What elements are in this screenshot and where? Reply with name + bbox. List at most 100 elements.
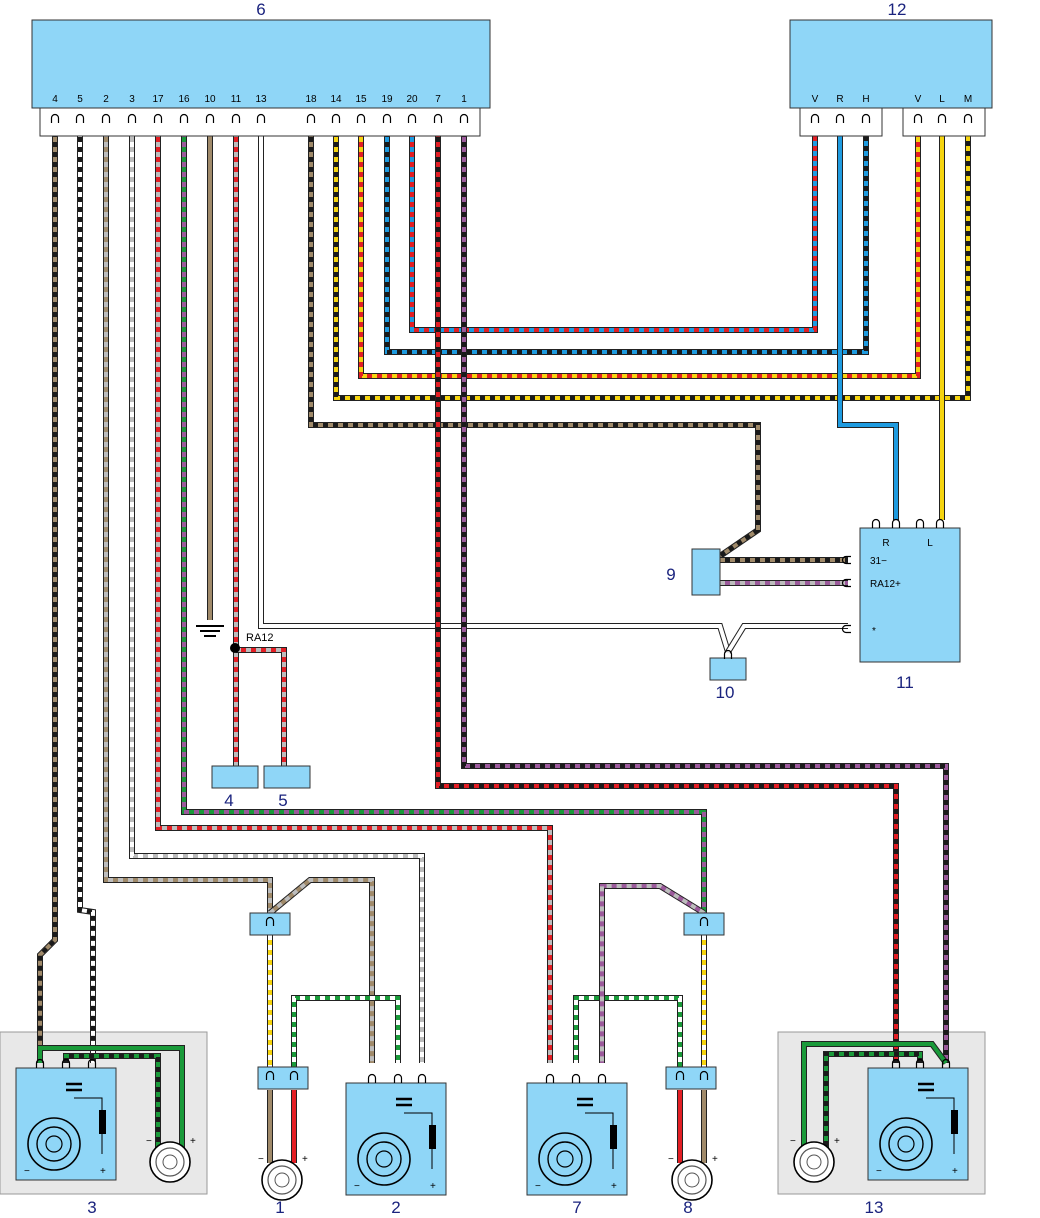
pin-6-7: 7 [435, 94, 441, 105]
label-2: 2 [391, 1198, 400, 1217]
speaker-cone-icon [27, 1117, 81, 1171]
label-8: 8 [683, 1198, 692, 1217]
wire-tw1-b [291, 995, 401, 1072]
tweeter-icon [793, 1141, 835, 1183]
pin-6-16: 16 [178, 94, 190, 105]
wire-3-green [37, 1045, 185, 1148]
pin-6-18: 18 [305, 94, 317, 105]
pin-6-2: 2 [103, 94, 109, 105]
wire-pin15 [358, 132, 921, 379]
pin-11-star: * [872, 626, 876, 637]
label-12: 12 [888, 0, 907, 19]
wire-pin13b [725, 623, 848, 654]
minus-sign: − [354, 1181, 360, 1192]
tweeter-8: −+ [668, 1154, 718, 1201]
inline-connector-a [249, 912, 291, 936]
pin-6-11: 11 [231, 94, 242, 105]
minus-sign: − [146, 1136, 152, 1147]
pin-11-l: L [927, 538, 933, 549]
plus-sign: + [430, 1181, 436, 1192]
plus-sign: + [302, 1154, 308, 1165]
wire-pin2b [268, 877, 375, 1063]
wire-pin17 [155, 132, 553, 1063]
capacitor-icon [396, 1097, 412, 1107]
plus-sign: + [611, 1181, 617, 1192]
pin-12-L-4: L [939, 94, 945, 105]
unit-11: R L 31− RA12+ * [841, 518, 961, 663]
pin-12-V-0: V [812, 94, 819, 105]
pin-6-17: 17 [152, 94, 164, 105]
tweeter-icon [261, 1159, 303, 1201]
speaker-7: −+ [526, 1073, 628, 1196]
label-4: 4 [224, 791, 233, 810]
speaker-13: −+ [867, 1058, 969, 1181]
minus-sign: − [24, 1166, 30, 1177]
wire-pin4 [37, 132, 58, 1063]
ground-symbol-icon [196, 625, 224, 637]
speaker-cone-icon [538, 1132, 592, 1186]
label-9: 9 [666, 565, 675, 584]
tweeter-13: −+ [790, 1136, 840, 1183]
pin-6-5: 5 [77, 94, 83, 105]
pin-11-31: 31− [870, 556, 887, 567]
tweeter-3: −+ [146, 1136, 196, 1183]
pin-11-ra12: RA12+ [870, 579, 901, 590]
wire-12R-11R [837, 132, 899, 520]
minus-sign: − [258, 1154, 264, 1165]
capacitor-icon [577, 1097, 593, 1107]
wire-pin19 [384, 132, 869, 355]
tweeter-icon [149, 1141, 191, 1183]
pin-6-3: 3 [129, 94, 135, 105]
pin-12-V-3: V [915, 94, 922, 105]
tweeter-1-connector [257, 1066, 309, 1090]
pin-12-H-2: H [862, 94, 869, 105]
splice-point [230, 643, 240, 653]
connector-4 [211, 765, 259, 789]
label-5: 5 [278, 791, 287, 810]
wires [37, 132, 971, 1163]
pin-6-15: 15 [355, 94, 367, 105]
label-3: 3 [87, 1198, 96, 1217]
minus-sign: − [790, 1136, 796, 1147]
capacitor-icon [918, 1082, 934, 1092]
wire-tw8-b [573, 995, 683, 1072]
connector-5 [263, 765, 311, 789]
label-11: 11 [896, 673, 914, 692]
tweeter-1: −+ [258, 1154, 308, 1201]
wire-13-green [801, 1041, 949, 1148]
speaker-2: −+ [345, 1073, 447, 1196]
pin-12-M-5: M [964, 94, 972, 105]
pin-6-19: 19 [381, 94, 393, 105]
resistor-icon [99, 1110, 106, 1134]
unit-9 [691, 548, 721, 596]
wire-pin16 [181, 132, 707, 915]
wire-pin7 [435, 132, 899, 1063]
wire-pin5 [77, 132, 96, 1063]
wire-13-gblk [823, 1051, 923, 1148]
wire-7-plus [599, 883, 706, 1063]
wire-pin13 [258, 132, 731, 653]
minus-sign: − [876, 1166, 882, 1177]
plus-sign: + [712, 1154, 718, 1165]
minus-sign: − [668, 1154, 674, 1165]
wire-pin18 [308, 132, 761, 559]
plus-sign: + [834, 1136, 840, 1147]
pin-6-13: 13 [255, 94, 267, 105]
pin-6-14: 14 [330, 94, 342, 105]
resistor-icon [951, 1110, 958, 1134]
inline-connector-b [683, 912, 725, 936]
speaker-cone-icon [879, 1117, 933, 1171]
wire-pin20 [409, 132, 818, 333]
splice-label: RA12 [246, 632, 274, 644]
resistor-icon [610, 1125, 617, 1149]
tweeter-icon [671, 1159, 713, 1201]
plus-sign: + [952, 1166, 958, 1177]
pin-6-4: 4 [52, 94, 58, 105]
speaker-3: −+ [15, 1058, 117, 1181]
label-7: 7 [572, 1198, 581, 1217]
plus-sign: + [190, 1136, 196, 1147]
label-1: 1 [275, 1198, 284, 1217]
